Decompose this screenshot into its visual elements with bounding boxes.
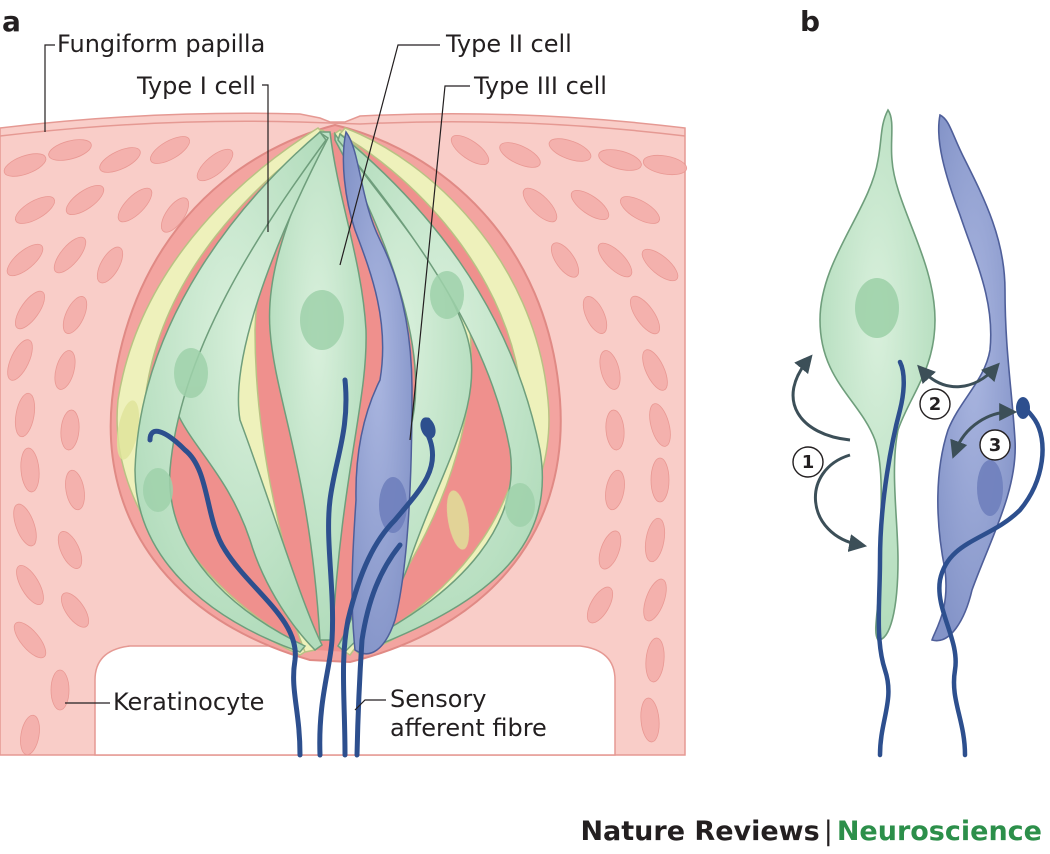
keratinocyte-cells	[3, 134, 688, 756]
sensory-label-line1: Sensory	[390, 685, 487, 713]
step-2-label: 2	[929, 394, 942, 415]
journal-section: Neuroscience	[836, 816, 1042, 847]
panel-b-type-ii-cell	[819, 108, 936, 641]
fungiform-papilla-label: Fungiform papilla	[57, 30, 266, 58]
panel-b-nerve-fibres	[876, 359, 1045, 758]
journal-credit: Nature Reviews|Neuroscience	[580, 818, 1042, 845]
step-3-label: 3	[989, 435, 1002, 456]
step-1-badge	[792, 446, 824, 478]
communication-arrows	[791, 354, 1018, 552]
keratinocyte-label: Keratinocyte	[113, 688, 265, 716]
fibre-synapse-end	[420, 417, 436, 439]
panel-a-label: a	[2, 5, 21, 38]
leader-lines	[44, 44, 470, 711]
credit-separator: |	[823, 816, 833, 847]
journal-name: Nature Reviews	[580, 816, 820, 847]
panel-b-label: b	[800, 5, 821, 38]
step-1-label: 1	[802, 452, 815, 473]
type-i-cell-label: Type I cell	[137, 72, 256, 100]
type-iii-cell-label: Type III cell	[474, 72, 607, 100]
step-3-badge	[979, 429, 1011, 461]
step-2-badge	[919, 388, 951, 420]
step-badges: 1 2 3	[792, 388, 1011, 478]
panel-b-synapse-end	[1016, 397, 1030, 419]
type-ii-nuclei	[143, 271, 535, 527]
type-ii-cell-label: Type II cell	[446, 30, 572, 58]
panel-b-type-iii-cell	[930, 113, 1016, 642]
sensory-label-line2: afferent fibre	[390, 714, 547, 742]
